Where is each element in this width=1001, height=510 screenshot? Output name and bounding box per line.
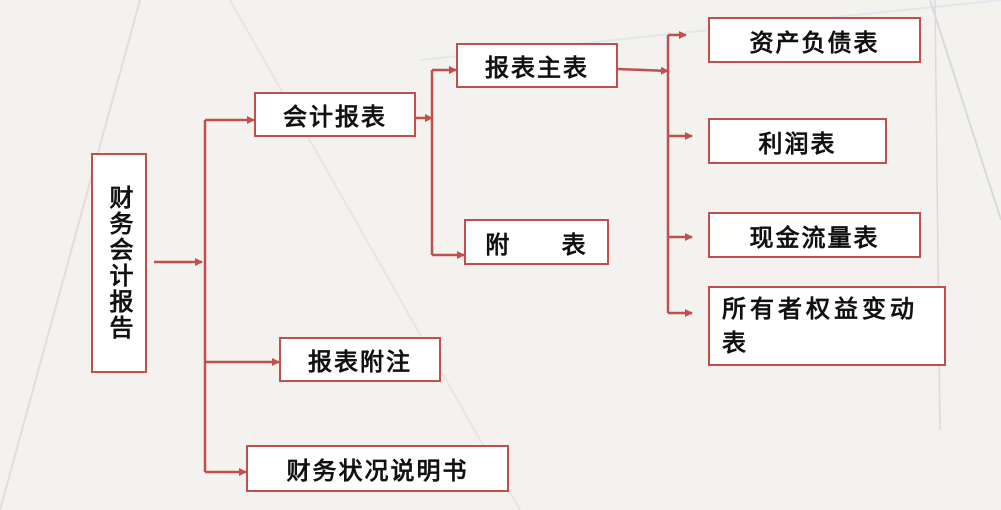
equity-change-node: 所有者权益变动表 — [708, 286, 946, 366]
financial-report-node: 财务状况说明书 — [246, 445, 509, 492]
supplementary-label: 附 表 — [485, 229, 588, 259]
statement-notes-label: 报表附注 — [308, 347, 412, 376]
cash-flow-node: 现金流量表 — [708, 212, 921, 258]
balance-sheet-label: 资产负债表 — [749, 27, 880, 57]
root-label: 财务会计报告 — [105, 185, 134, 341]
equity-change-label: 所有者权益变动表 — [722, 294, 918, 357]
cash-flow-label: 现金流量表 — [749, 222, 880, 252]
accounting-statements-label: 会计报表 — [283, 102, 387, 131]
statement-notes-node: 报表附注 — [279, 337, 441, 382]
main-statements-node: 报表主表 — [456, 43, 618, 88]
main-statements-label: 报表主表 — [485, 53, 589, 82]
financial-report-label: 财务状况说明书 — [286, 456, 469, 485]
balance-sheet-node: 资产负债表 — [708, 17, 921, 63]
root-node: 财务会计报告 — [91, 153, 147, 373]
accounting-statements-node: 会计报表 — [254, 92, 416, 137]
supplementary-node: 附 表 — [464, 219, 609, 265]
income-statement-label: 利润表 — [758, 128, 837, 158]
income-statement-node: 利润表 — [708, 118, 887, 164]
